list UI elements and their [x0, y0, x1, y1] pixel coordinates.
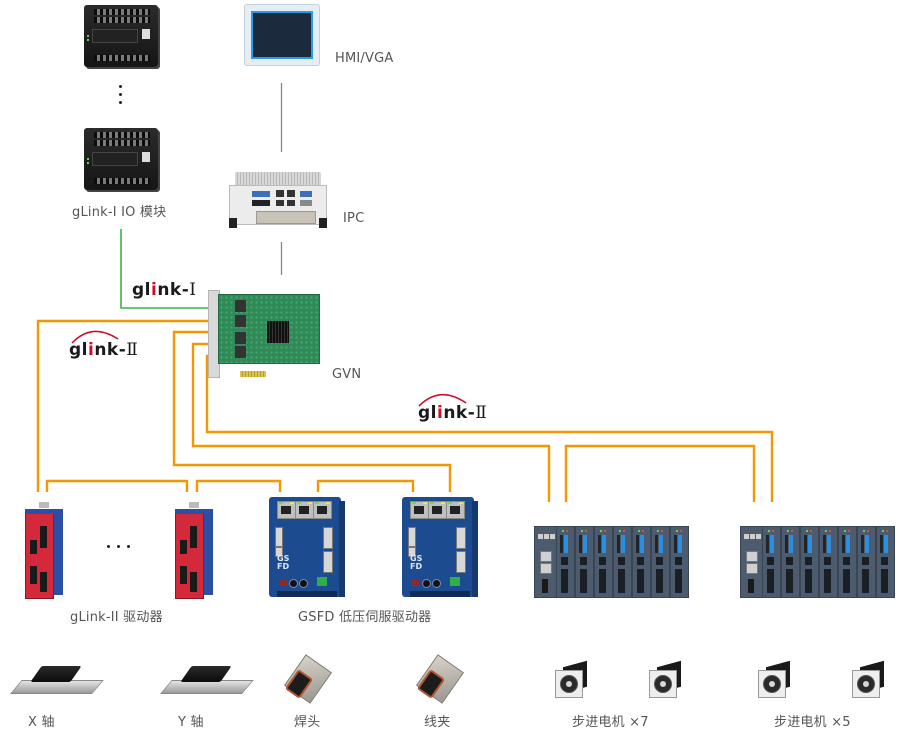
y-axis-label: Y 轴 — [178, 715, 204, 730]
stepper-driver-module — [876, 526, 895, 598]
weld-head-label: 焊头 — [294, 715, 321, 730]
stepper-motor-1a — [555, 660, 589, 698]
chain-rack1-rack2 — [564, 444, 756, 502]
io-module-ellipsis — [119, 85, 123, 109]
stepper-driver-module — [781, 526, 800, 598]
rack-head-module — [534, 526, 558, 598]
stepper-driver-module — [857, 526, 876, 598]
stepper-driver-module — [613, 526, 632, 598]
glink2-wire-port3 — [191, 342, 551, 502]
io-module-top — [84, 5, 158, 67]
gvn-label: GVN — [332, 367, 362, 382]
glink2-wire-port2 — [172, 330, 452, 492]
stepper-motor-2b — [852, 660, 886, 698]
stepper-driver-module — [594, 526, 613, 598]
io-module-bottom — [84, 128, 158, 190]
gvn-card — [206, 290, 320, 378]
weld-head-device — [283, 654, 333, 704]
glink2-driver-1 — [25, 502, 65, 599]
glink1-logo: glink-Ⅰ — [132, 280, 197, 300]
hmi-monitor — [244, 4, 320, 66]
stepper-motor-2a — [758, 660, 792, 698]
ipc-label: IPC — [343, 211, 365, 226]
chain-drv1-drv2 — [45, 479, 189, 492]
glink2-driver-label: gLink-II 驱动器 — [70, 610, 163, 625]
glink2-wire-port1 — [36, 319, 219, 492]
rack-head-module — [740, 526, 764, 598]
stepper-driver-module — [838, 526, 857, 598]
glink2-center-arc — [418, 393, 467, 407]
stepper-driver-module — [651, 526, 670, 598]
ipc-computer — [229, 172, 327, 228]
stepper-rack-2 — [740, 524, 900, 598]
stepper-group-1-label: 步进电机 ×7 — [572, 715, 649, 730]
x-axis-label: X 轴 — [28, 715, 55, 730]
y-axis-stage — [160, 662, 254, 702]
gsfd-driver-label: GSFD 低压伺服驱动器 — [298, 610, 432, 625]
stepper-driver-module — [800, 526, 819, 598]
stepper-driver-module — [556, 526, 575, 598]
wire-clamp-device — [415, 654, 465, 704]
glink2-logo-left: glink-Ⅱ — [69, 340, 139, 360]
io-module-label: gLink-I IO 模块 — [72, 205, 167, 220]
x-axis-stage — [10, 662, 104, 702]
stepper-rack-1 — [534, 524, 696, 598]
glink2-driver-ellipsis — [107, 545, 130, 548]
glink2-driver-2 — [175, 502, 215, 599]
stepper-driver-module — [819, 526, 838, 598]
stepper-driver-module — [632, 526, 651, 598]
glink2-left-arc — [71, 330, 119, 344]
glink1-wire — [120, 229, 222, 309]
stepper-driver-module — [762, 526, 781, 598]
chain-gsfd1-gsfd2 — [316, 479, 415, 492]
hmi-label: HMI/VGA — [335, 51, 394, 66]
stepper-driver-module — [670, 526, 689, 598]
wire-clamp-label: 线夹 — [424, 715, 451, 730]
stepper-motor-1b — [649, 660, 683, 698]
chain-drv2-gsfd1 — [195, 479, 282, 492]
stepper-group-2-label: 步进电机 ×5 — [774, 715, 851, 730]
glink2-wire-port4 — [205, 354, 774, 502]
glink2-logo-center: glink-Ⅱ — [418, 403, 488, 423]
stepper-driver-module — [575, 526, 594, 598]
